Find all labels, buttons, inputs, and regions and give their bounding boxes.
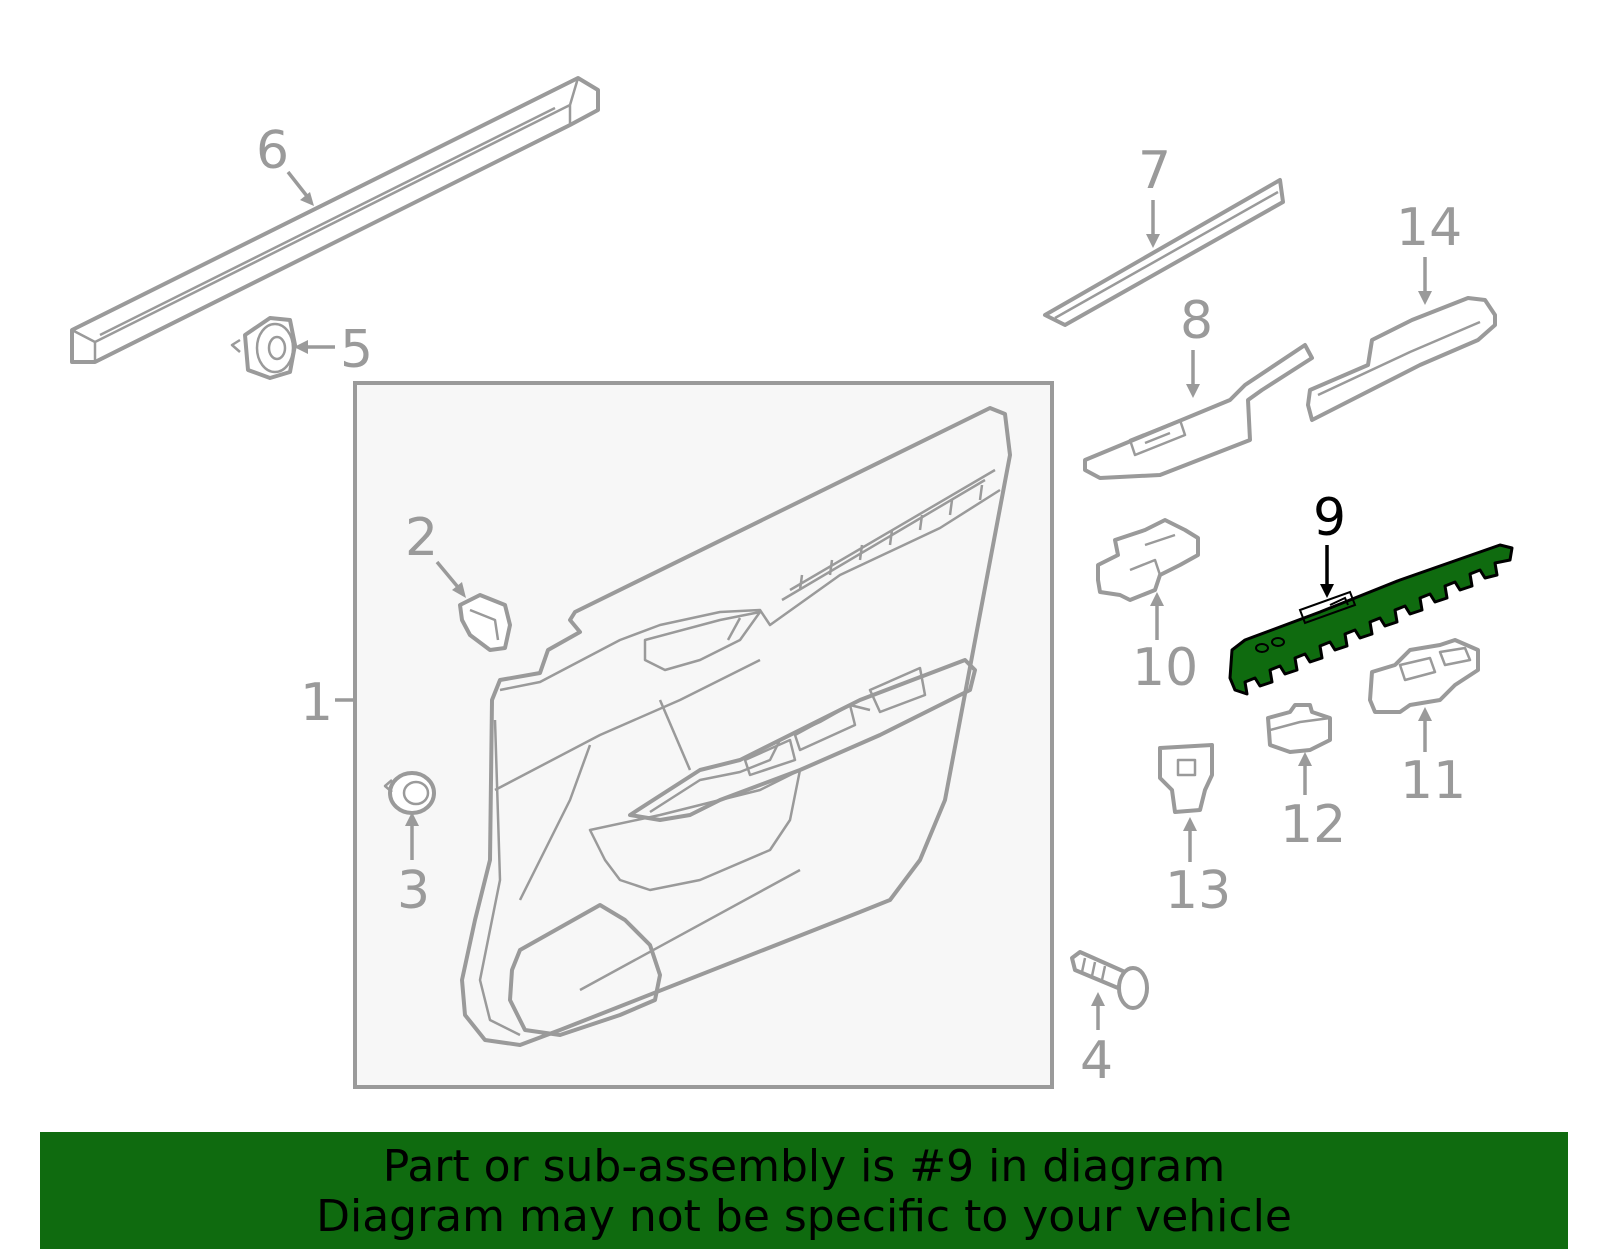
callout-12[interactable]: 12 — [1280, 795, 1346, 855]
callout-10[interactable]: 10 — [1132, 638, 1198, 698]
part-10-switch[interactable] — [1096, 518, 1200, 602]
banner-line-1: Part or sub-assembly is #9 in diagram — [382, 1141, 1226, 1192]
part-14-trim-panel[interactable] — [1306, 296, 1497, 422]
part-11-master-switch[interactable] — [1368, 638, 1480, 714]
callout-8[interactable]: 8 — [1180, 291, 1213, 351]
part-4-screw[interactable] — [1070, 950, 1149, 1010]
callout-4[interactable]: 4 — [1080, 1031, 1113, 1091]
part-13-connector[interactable] — [1158, 743, 1214, 814]
callout-14[interactable]: 14 — [1396, 198, 1462, 258]
part-6-belt-molding[interactable] — [70, 76, 600, 364]
part-8-armrest-cover[interactable] — [1083, 343, 1314, 480]
callout-5[interactable]: 5 — [340, 320, 373, 380]
part-5-speaker[interactable] — [230, 316, 297, 380]
callout-6[interactable]: 6 — [256, 121, 289, 181]
info-banner: Part or sub-assembly is #9 in diagram Di… — [40, 1132, 1568, 1249]
callout-13[interactable]: 13 — [1165, 861, 1231, 921]
callout-9[interactable]: 9 — [1313, 488, 1346, 548]
part-2-clip[interactable] — [458, 593, 512, 652]
part-1-door-panel-assembly[interactable] — [353, 381, 1054, 1089]
callout-1[interactable]: 1 — [300, 673, 333, 733]
callout-11[interactable]: 11 — [1400, 751, 1466, 811]
callout-3[interactable]: 3 — [397, 861, 430, 921]
part-12-switch[interactable] — [1266, 703, 1332, 754]
callout-2[interactable]: 2 — [405, 508, 438, 568]
banner-line-2: Diagram may not be specific to your vehi… — [316, 1191, 1292, 1242]
part-3-fastener[interactable] — [383, 771, 436, 815]
part-7-trim-strip[interactable] — [1043, 178, 1285, 327]
callout-7[interactable]: 7 — [1138, 141, 1171, 201]
part-9-switch-panel[interactable] — [1228, 543, 1514, 696]
